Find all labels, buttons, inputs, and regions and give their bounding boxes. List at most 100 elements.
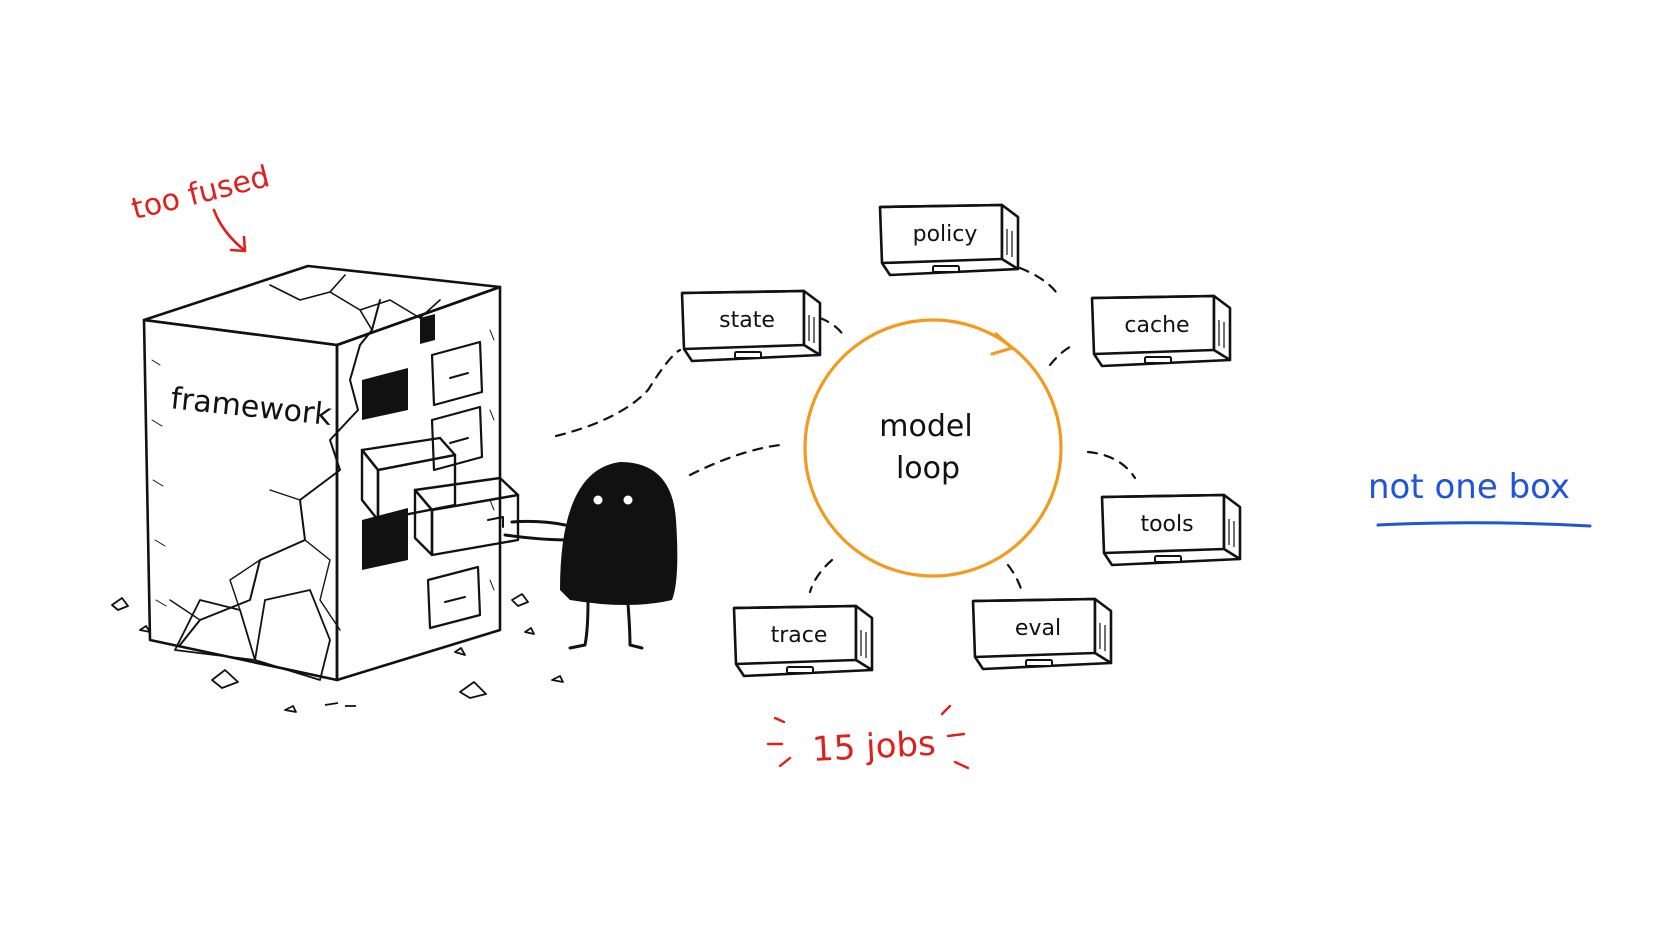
module-box-tools: tools (1100, 493, 1242, 567)
module-box-top-edge (1091, 294, 1215, 300)
module-box-handle (932, 265, 960, 273)
jobs-annotation: 15 jobs (766, 704, 970, 770)
too-fused-annotation: too fused (128, 159, 273, 253)
drawer-slot (426, 565, 482, 630)
top-cracks (269, 274, 441, 331)
module-boxes: policy state cache tools eval trace (680, 203, 1242, 678)
module-box-base (682, 348, 821, 363)
module-box-side (1212, 294, 1232, 362)
framework-block: framework (111, 264, 564, 713)
model-loop: model loop (803, 318, 1063, 578)
module-box-handle (786, 666, 814, 674)
model-loop-label-line2: loop (896, 451, 960, 486)
module-box-side (1000, 203, 1020, 271)
module-box-hatching (1006, 229, 1013, 257)
framework-side-face (335, 285, 502, 682)
connector-tools (1086, 450, 1137, 480)
rubble (111, 593, 564, 713)
drawer-side (360, 448, 380, 522)
too-fused-arrow (212, 208, 246, 252)
blob-eye-right (623, 495, 633, 505)
module-box-handle (1025, 659, 1053, 667)
module-box-policy: policy (878, 203, 1020, 277)
blob-eye-left (593, 495, 603, 505)
drawer-side (413, 488, 434, 557)
module-box-label: tools (1140, 512, 1193, 537)
drawer-slot (430, 405, 484, 472)
drawer-handle (449, 372, 469, 379)
too-fused-label: too fused (128, 159, 273, 227)
module-box-eval: eval (971, 597, 1113, 671)
front-crack-branches (169, 489, 341, 631)
block-hatching (151, 329, 495, 607)
drawer-opening (420, 314, 435, 344)
too-fused-arrowhead (229, 235, 247, 253)
connector-state (818, 316, 847, 340)
embedded-drawers (362, 314, 484, 630)
connector-trace (808, 558, 834, 594)
module-box-handle (1154, 555, 1182, 563)
module-box-side (802, 289, 822, 357)
pulled-drawers (360, 436, 520, 557)
drawer-slot (430, 340, 484, 407)
model-loop-arrowhead (990, 332, 1014, 356)
module-box-hatching (1218, 320, 1225, 348)
drawer-handle (449, 437, 469, 444)
module-box-top-edge (972, 597, 1096, 603)
module-box-base (1102, 552, 1241, 567)
jobs-label: 15 jobs (811, 724, 937, 770)
module-box-handle (734, 351, 762, 359)
not-one-box-underline (1376, 521, 1592, 528)
module-box-label: policy (913, 222, 978, 247)
front-crack (179, 299, 381, 646)
module-box-cache: cache (1090, 294, 1232, 368)
chunk-2 (254, 589, 331, 681)
module-box-hatching (1228, 519, 1235, 547)
module-box-base (1092, 353, 1231, 368)
model-loop-circle (803, 318, 1063, 578)
module-box-label: eval (1015, 616, 1061, 641)
module-box-trace: trace (732, 604, 874, 678)
module-box-base (734, 663, 873, 678)
drawer-handle (487, 516, 504, 528)
blob-legs (568, 600, 644, 650)
drawer-opening (362, 368, 408, 420)
module-box-hatching (808, 315, 815, 343)
drawer-front (376, 453, 457, 522)
jobs-emphasis-marks (766, 704, 970, 770)
module-box-side (1222, 493, 1242, 561)
module-box-state: state (680, 289, 822, 363)
model-loop-label-line1: model (879, 409, 972, 444)
blob-character (503, 462, 678, 650)
module-box-top-edge (681, 289, 805, 295)
module-box-top-edge (879, 203, 1003, 209)
connectors (554, 266, 1137, 594)
framework-front-face (142, 318, 339, 682)
module-box-label: state (719, 308, 775, 333)
module-box-top-edge (1101, 493, 1225, 499)
module-box-hatching (1099, 623, 1106, 651)
connector-cache (1048, 343, 1076, 367)
connector-framework-state (554, 348, 682, 438)
module-box-side (1093, 597, 1113, 665)
module-box-side (854, 604, 874, 672)
connector-policy (1018, 266, 1062, 300)
module-box-label: cache (1124, 313, 1189, 338)
connector-blob-loop (688, 443, 782, 477)
not-one-box-annotation: not one box (1368, 467, 1592, 528)
chunk-1 (174, 599, 256, 661)
drawer-handle (444, 596, 466, 603)
module-box-base (973, 656, 1112, 671)
blob-arms (503, 519, 570, 542)
connector-eval (1006, 563, 1024, 594)
drawer-opening (362, 508, 408, 570)
drawer-front (430, 493, 520, 557)
not-one-box-label: not one box (1368, 467, 1570, 507)
module-box-label: trace (771, 623, 828, 648)
module-box-base (880, 262, 1019, 277)
framework-label: framework (169, 381, 334, 433)
module-box-hatching (860, 630, 867, 658)
module-box-handle (1144, 356, 1172, 364)
blob-body (560, 462, 678, 605)
